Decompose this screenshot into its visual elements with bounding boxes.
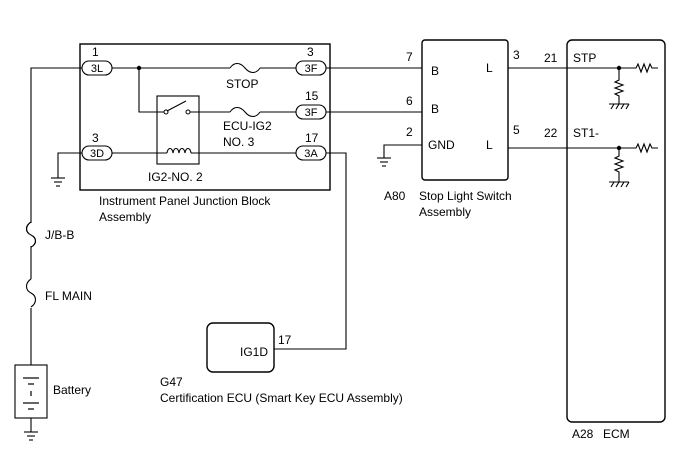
wire-3a-to-g47 bbox=[274, 152, 347, 350]
fuse-fl-main-label: FL MAIN bbox=[45, 289, 92, 303]
junction-block-box bbox=[79, 43, 331, 191]
svg-text:3F: 3F bbox=[305, 63, 318, 75]
pin-label: L bbox=[486, 138, 493, 152]
a80-ground-wire bbox=[383, 144, 422, 158]
ecm-name: ECM bbox=[603, 427, 630, 441]
pin-number: 6 bbox=[406, 94, 413, 108]
battery-icon bbox=[23, 377, 39, 410]
ecm-box bbox=[566, 39, 666, 423]
battery-label: Battery bbox=[53, 383, 91, 397]
pin-label: B bbox=[431, 64, 439, 78]
pin-number: 21 bbox=[544, 51, 558, 65]
ground-icon bbox=[377, 157, 391, 167]
stop-switch-code: A80 bbox=[384, 189, 406, 203]
ecu-ig2-fuse-icon bbox=[229, 106, 261, 118]
ecm-stp-circuit bbox=[609, 62, 658, 110]
relay-switch-icon bbox=[163, 100, 191, 115]
pin-label: ST1- bbox=[573, 126, 599, 140]
cert-ecu-name: Certification ECU (Smart Key ECU Assembl… bbox=[160, 391, 403, 405]
ground-icon bbox=[24, 431, 38, 441]
relay-box bbox=[156, 95, 200, 165]
connector-3f-stop: 3F bbox=[295, 60, 327, 76]
pin-number: 17 bbox=[305, 131, 319, 145]
stop-switch-name: Stop Light Switch bbox=[419, 189, 512, 203]
pin-label: L bbox=[486, 61, 493, 75]
connector-3f-ig2: 3F bbox=[295, 104, 327, 120]
svg-text:3F: 3F bbox=[305, 107, 318, 119]
fuse-ecu-ig2-label: NO. 3 bbox=[223, 135, 255, 149]
coil-ground-wire bbox=[57, 152, 82, 178]
cert-ecu-code: G47 bbox=[160, 375, 183, 389]
ecm-st1-circuit bbox=[609, 142, 658, 188]
pin-number: 7 bbox=[406, 50, 413, 64]
jb-b-fuse-shape bbox=[25, 221, 37, 248]
fuse-jb-label: J/B-B bbox=[45, 228, 74, 242]
relay-coil-icon bbox=[166, 147, 192, 154]
junction-block-title: Instrument Panel Junction Block bbox=[99, 194, 271, 208]
stop-fuse-icon bbox=[229, 62, 261, 74]
fl-main-fuse-icon bbox=[25, 278, 37, 308]
ground-icon bbox=[51, 177, 65, 187]
svg-text:3D: 3D bbox=[90, 148, 104, 160]
svg-text:3A: 3A bbox=[304, 148, 318, 160]
connector-3l: 3L bbox=[81, 60, 113, 76]
pin-label: STP bbox=[573, 51, 596, 65]
junction-block-title: Assembly bbox=[99, 210, 151, 224]
relay-label: IG2-NO. 2 bbox=[148, 170, 203, 184]
connector-3a: 3A bbox=[295, 145, 327, 161]
pin-number: 17 bbox=[278, 333, 292, 347]
fuse-ecu-ig2-label: ECU-IG2 bbox=[223, 119, 272, 133]
pin-number: 5 bbox=[513, 123, 520, 137]
pin-label: IG1D bbox=[240, 345, 268, 359]
pin-number: 1 bbox=[92, 45, 99, 59]
pin-number: 2 bbox=[406, 125, 413, 139]
pin-number: 3 bbox=[92, 131, 99, 145]
main-power-wire bbox=[30, 67, 82, 365]
pin-number: 22 bbox=[544, 126, 558, 140]
pin-label: B bbox=[431, 102, 439, 116]
svg-text:3L: 3L bbox=[91, 63, 103, 75]
ecm-code: A28 bbox=[572, 427, 594, 441]
stop-switch-box bbox=[421, 39, 509, 181]
connector-3d: 3D bbox=[81, 145, 113, 161]
pin-number: 3 bbox=[307, 45, 314, 59]
pin-number: 3 bbox=[513, 48, 520, 62]
cert-ecu-box bbox=[206, 322, 275, 373]
fuse-stop-label: STOP bbox=[226, 77, 258, 91]
pin-number: 15 bbox=[305, 89, 319, 103]
stop-switch-name: Assembly bbox=[419, 205, 471, 219]
pin-label: GND bbox=[428, 138, 455, 152]
